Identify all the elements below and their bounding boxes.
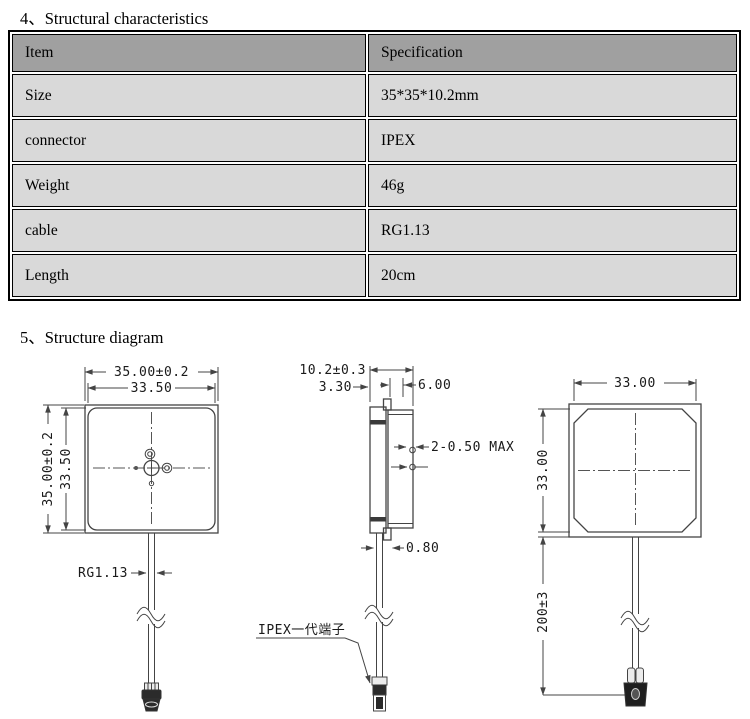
front-cable <box>148 533 155 683</box>
back-patch-outline <box>573 408 697 533</box>
cell-item: Weight <box>12 164 366 207</box>
dim-side-total-thickness: 10.2±0.3 <box>299 363 366 378</box>
cell-spec: RG1.13 <box>368 209 737 252</box>
structure-diagram: 35.00±0.2 33.50 35.00±0.2 33.50 <box>41 363 702 712</box>
col-header-specification: Specification <box>368 34 737 72</box>
front-body-outline <box>84 404 219 534</box>
dim-front-width-outer: 35.00±0.2 <box>114 365 189 380</box>
cell-item: Length <box>12 254 366 297</box>
ipex-connector-back <box>623 667 648 707</box>
dim-side-holes-note: 2-0.50 MAX <box>431 440 514 455</box>
table-row: connector IPEX <box>12 119 737 162</box>
dim-back-cable-length: 200±3 <box>536 591 551 633</box>
dim-back-width: 33.00 <box>614 376 656 391</box>
dim-front-height-outer: 35.00±0.2 <box>41 432 56 507</box>
cell-spec: 35*35*10.2mm <box>368 74 737 117</box>
cell-item: cable <box>12 209 366 252</box>
dim-side-base-thickness: 3.30 <box>319 380 352 395</box>
table-row: Length 20cm <box>12 254 737 297</box>
section5-heading: 5、Structure diagram <box>20 328 164 347</box>
front-cable-label: RG1.13 <box>78 566 128 581</box>
front-dot-bottom <box>148 480 155 487</box>
cell-spec: 20cm <box>368 254 737 297</box>
table-row: cable RG1.13 <box>12 209 737 252</box>
table-header-row: Item Specification <box>12 34 737 72</box>
col-header-item: Item <box>12 34 366 72</box>
back-cable <box>632 537 639 668</box>
front-view-drawing: 35.00±0.2 33.50 35.00±0.2 33.50 <box>41 365 219 712</box>
ipex-connector-front <box>141 682 162 712</box>
back-view-drawing: 33.00 33.00 200±3 <box>536 376 702 707</box>
front-dot-left <box>134 466 138 470</box>
cell-spec: 46g <box>368 164 737 207</box>
dim-side-cable-dia: 0.80 <box>406 541 439 556</box>
spec-table: Item Specification Size 35*35*10.2mm con… <box>8 30 741 301</box>
dim-back-height: 33.00 <box>536 449 551 491</box>
table-row: Weight 46g <box>12 164 737 207</box>
dim-front-height-inner: 33.50 <box>59 448 74 490</box>
front-feed-circle <box>143 459 160 477</box>
front-patch-outline <box>87 407 216 531</box>
cell-item: connector <box>12 119 366 162</box>
side-patch-outline <box>387 409 414 529</box>
dim-side-patch-thickness: 6.00 <box>418 378 451 393</box>
side-view-drawing: 10.2±0.3 3.30 6.00 2-0.50 MAX 0.80 <box>256 363 514 712</box>
cell-item: Size <box>12 74 366 117</box>
side-cable <box>376 533 383 677</box>
ipex-connector-side <box>371 676 388 712</box>
table-row: Size 35*35*10.2mm <box>12 74 737 117</box>
cell-spec: IPEX <box>368 119 737 162</box>
section4-heading: 4、Structural characteristics <box>20 9 209 28</box>
front-screw-top <box>144 448 156 460</box>
side-base-outline <box>369 406 387 534</box>
side-connector-label: IPEX一代端子 <box>258 623 345 638</box>
back-centerlines <box>578 413 692 528</box>
dim-front-width-inner: 33.50 <box>131 381 173 396</box>
front-screw-right <box>161 462 173 474</box>
back-body-outline <box>568 403 702 538</box>
